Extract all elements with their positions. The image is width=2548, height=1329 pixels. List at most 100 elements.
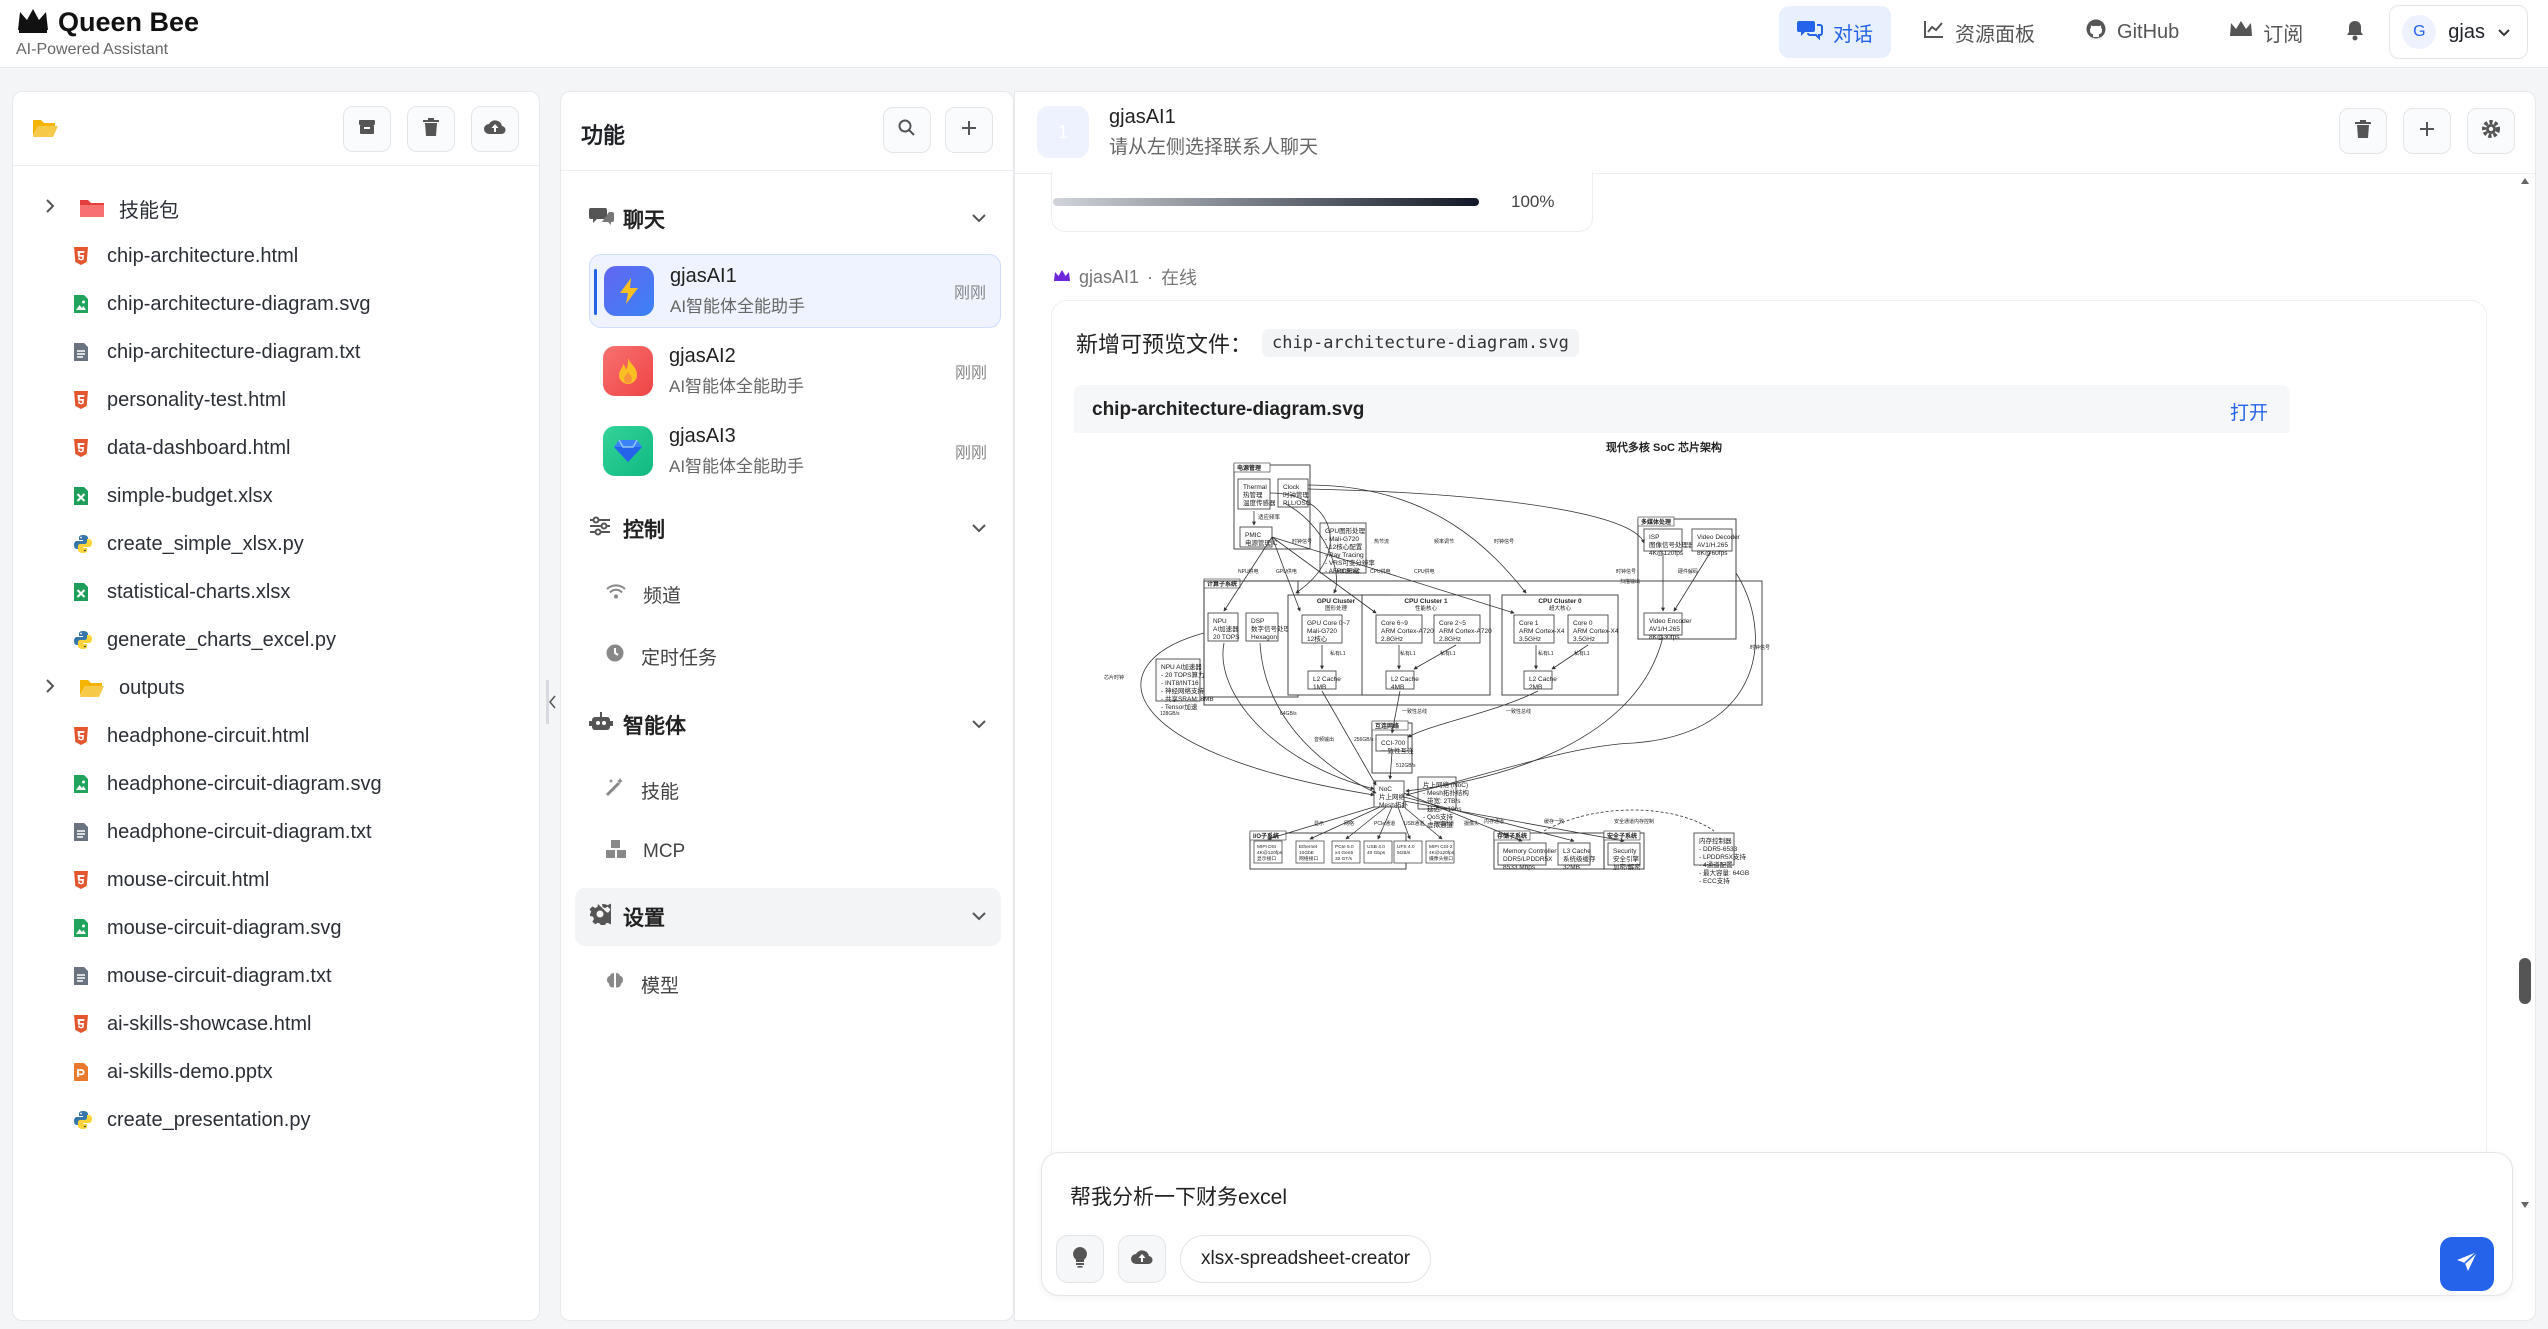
diagram-label: 4K@120fps (1429, 850, 1455, 856)
file-row[interactable]: personality-test.html (13, 376, 539, 424)
message-input[interactable]: 帮我分析一下财务excel (1070, 1181, 1287, 1211)
search-button[interactable] (883, 107, 931, 153)
scrollbar-thumb[interactable] (2519, 958, 2531, 1004)
diagram-label: 3.5GHz (1573, 636, 1595, 643)
brand[interactable]: Queen Bee AI-Powered Assistant (16, 6, 199, 59)
diagram-label: 适应频率 (1258, 513, 1281, 521)
menu-item-model[interactable]: 模型 (605, 960, 679, 1008)
idea-button[interactable] (1056, 1235, 1104, 1283)
folder-open-icon[interactable] (31, 116, 59, 145)
section-chat-toggle[interactable]: 聊天 (575, 190, 1001, 248)
diagram-label: 网络接口 (1299, 855, 1318, 862)
diagram-label: 图形处理 (1325, 604, 1348, 612)
add-button[interactable] (945, 107, 993, 153)
diagram-label: Video Decoder (1697, 534, 1741, 541)
diagram-label: Core 2~5 (1439, 620, 1466, 627)
diagram-label: 频率调节 (1434, 538, 1454, 545)
chat-settings-button[interactable] (2467, 108, 2515, 154)
file-row[interactable]: create_presentation.py (13, 1096, 539, 1144)
diagram-label: ARM Cortex-X4 (1573, 628, 1619, 635)
diagram-label: Core 1 (1519, 620, 1539, 627)
diagram-label: 私有L1 (1574, 650, 1590, 657)
diagram-label: 内存控制 (1634, 818, 1654, 825)
diagram-label: CCI-700 (1381, 740, 1406, 747)
file-row[interactable]: create_simple_xlsx.py (13, 520, 539, 568)
contact-item-gjasai3[interactable]: gjasAI3 AI智能体全能助手 刚刚 (589, 414, 1001, 488)
menu-item-skills[interactable]: 技能 (605, 766, 679, 814)
nav-resources-button[interactable]: 资源面板 (1905, 6, 2053, 58)
file-name: headphone-circuit.html (107, 725, 309, 748)
python-file-icon (73, 534, 107, 554)
contact-time: 刚刚 (954, 279, 986, 303)
section-settings-toggle[interactable]: 设置 (575, 888, 1001, 946)
file-row[interactable]: generate_charts_excel.py (13, 616, 539, 664)
file-row[interactable]: chip-architecture.html (13, 232, 539, 280)
file-row[interactable]: ai-skills-showcase.html (13, 1000, 539, 1048)
nav-subscribe-button[interactable]: 订阅 (2211, 6, 2321, 58)
contact-description: AI智能体全能助手 (670, 292, 805, 317)
diagram-label: - LPDDR5X支持 (1699, 852, 1746, 861)
delete-button[interactable] (407, 106, 455, 152)
chevron-down-icon (971, 908, 987, 926)
file-row[interactable]: simple-budget.xlsx (13, 472, 539, 520)
menu-item-scheduled-tasks[interactable]: 定时任务 (605, 632, 717, 680)
html-file-icon (73, 246, 107, 266)
nav-github-button[interactable]: GitHub (2067, 6, 2197, 58)
folder-row[interactable]: outputs (13, 664, 539, 712)
diagram-label: - 4通道配置 (1699, 860, 1733, 869)
message-file-chip[interactable]: chip-architecture-diagram.svg (1262, 329, 1579, 357)
diagram-label: 4K@120fps (1649, 550, 1684, 557)
file-name: create_simple_xlsx.py (107, 533, 304, 556)
contact-item-gjasai2[interactable]: gjasAI2 AI智能体全能助手 刚刚 (589, 334, 1001, 408)
file-row[interactable]: headphone-circuit-diagram.txt (13, 808, 539, 856)
file-row[interactable]: headphone-circuit.html (13, 712, 539, 760)
menu-item-channel[interactable]: 频道 (605, 570, 681, 618)
file-row[interactable]: statistical-charts.xlsx (13, 568, 539, 616)
file-row[interactable]: mouse-circuit.html (13, 856, 539, 904)
html-file-icon (73, 390, 107, 410)
file-row[interactable]: data-dashboard.html (13, 424, 539, 472)
diagram-label: ARM Cortex-X4 (1519, 628, 1565, 635)
preview-filename: chip-architecture-diagram.svg (1092, 399, 1364, 421)
menu-item-mcp[interactable]: MCP (605, 828, 685, 876)
python-file-icon (73, 630, 107, 650)
diagram-label: 4K@120fps (1257, 850, 1283, 856)
diagram-label: GPU供电 (1276, 568, 1297, 575)
folder-row[interactable]: 技能包 (13, 184, 539, 232)
file-name: create_presentation.py (107, 1109, 310, 1132)
new-chat-button[interactable] (2403, 108, 2451, 154)
upload-button[interactable] (471, 106, 519, 152)
contact-time: 刚刚 (955, 439, 987, 463)
file-name: ai-skills-showcase.html (107, 1013, 312, 1036)
diagram-label: DDR5/LPDDR5X (1503, 856, 1553, 863)
notification-bell-button[interactable] (2335, 6, 2375, 58)
archive-button[interactable] (343, 106, 391, 152)
chat-scrollbar[interactable] (2515, 174, 2535, 1214)
skill-chip[interactable]: xlsx-spreadsheet-creator (1180, 1235, 1431, 1283)
send-button[interactable] (2440, 1237, 2494, 1291)
file-row[interactable]: headphone-circuit-diagram.svg (13, 760, 539, 808)
file-row[interactable]: ai-skills-demo.pptx (13, 1048, 539, 1096)
upload-attachment-button[interactable] (1118, 1235, 1166, 1283)
section-control-toggle[interactable]: 控制 (575, 500, 1001, 558)
html-file-icon (73, 870, 107, 890)
open-file-link[interactable]: 打开 (2230, 398, 2268, 425)
file-row[interactable]: mouse-circuit-diagram.txt (13, 952, 539, 1000)
section-agent-toggle[interactable]: 智能体 (575, 696, 1001, 754)
file-row[interactable]: chip-architecture-diagram.txt (13, 328, 539, 376)
plus-icon (960, 119, 978, 142)
cloud-upload-icon (1130, 1248, 1154, 1271)
diagram-label: Ethernet (1299, 844, 1318, 850)
clear-chat-button[interactable] (2339, 108, 2387, 154)
contact-item-gjasai1[interactable]: gjasAI1 AI智能体全能助手 刚刚 (589, 254, 1001, 328)
file-row[interactable]: chip-architecture-diagram.svg (13, 280, 539, 328)
collapse-handle[interactable] (546, 680, 556, 724)
chat-contact-name: gjasAI1 (1109, 106, 1176, 129)
user-menu-button[interactable]: G gjas (2389, 5, 2528, 59)
image-file-icon (73, 294, 107, 314)
nav-chat-button[interactable]: 对话 (1779, 6, 1891, 58)
file-row[interactable]: mouse-circuit-diagram.svg (13, 904, 539, 952)
diagram-label: 2.8GHz (1439, 636, 1461, 643)
diagram-label: x4 Gen5 (1335, 850, 1353, 856)
gem-avatar-icon (603, 426, 653, 476)
